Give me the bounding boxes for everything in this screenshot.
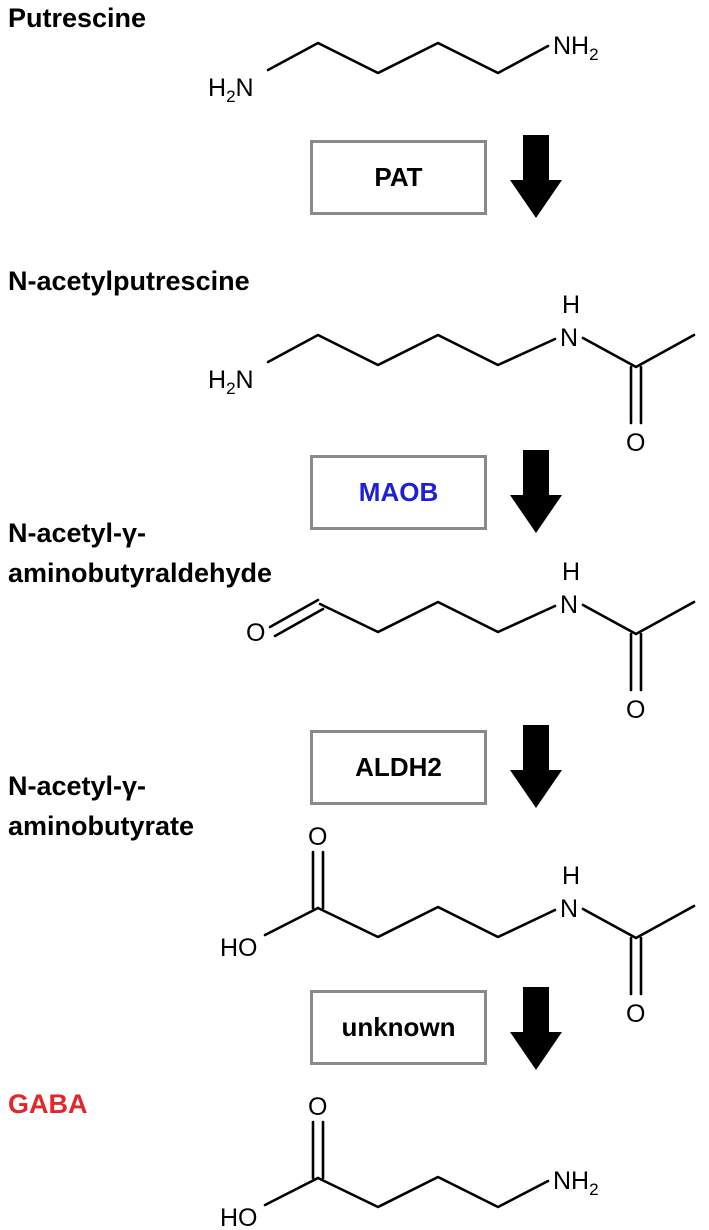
atom-ho: HO [220,934,258,962]
bond-chain [266,333,557,367]
bond-hydroxyl [263,1176,320,1207]
structure-gaba: HO O NH2 [220,1093,599,1230]
enzyme-label-pat: PAT [374,162,423,192]
bond-chain [318,600,557,634]
atom-n: N [560,895,578,923]
bond-amide [581,333,696,369]
atom-nh2: NH2 [553,1167,599,1199]
compound-name-gaba: GABA [8,1089,88,1119]
atom-o: O [626,696,645,724]
bond-chain [266,41,550,75]
atom-ho: HO [220,1204,258,1230]
reaction-arrow-3 [510,725,562,808]
atom-n: N [560,591,578,619]
structure-n-acetylputrescine: H2N N H O [208,291,696,457]
reaction-arrow-2 [510,450,562,533]
bond-amide [581,904,696,940]
compound-name-n-acetyl-aminobutyrate-line1: N-acetyl-γ- [8,771,147,801]
compound-name-n-acetyl-aminobutyraldehyde-line2: aminobutyraldehyde [8,558,273,588]
atom-h: H [562,291,580,319]
bond-hydroxyl [263,906,320,937]
structure-n-acetyl-aminobutyraldehyde: O N H O [246,558,696,724]
enzyme-box-aldh2: ALDH2 [310,730,487,805]
atom-o-aldehyde: O [246,619,265,647]
enzyme-label-maob: MAOB [358,477,439,507]
enzyme-label-aldh2: ALDH2 [355,752,442,782]
reaction-arrow-1 [510,135,562,218]
enzyme-label-unknown: unknown [341,1012,456,1042]
atom-o-acid: O [308,823,327,851]
enzyme-box-maob: MAOB [310,455,487,530]
structure-putrescine: H2N NH2 [208,32,599,106]
bond-chain [316,1175,550,1209]
compound-name-n-acetyl-aminobutyrate-line2: aminobutyrate [8,811,195,841]
enzyme-box-pat: PAT [310,140,487,215]
compound-name-n-acetylputrescine: N-acetylputrescine [8,266,250,296]
atom-o: O [626,429,645,457]
atom-nh2: NH2 [553,32,599,64]
bond-amide [581,600,696,636]
atom-o: O [626,1000,645,1028]
enzyme-box-unknown: unknown [310,990,487,1065]
atom-o-acid: O [308,1093,327,1121]
atom-h: H [562,862,580,890]
compound-name-n-acetyl-aminobutyraldehyde-line1: N-acetyl-γ- [8,518,147,548]
atom-h2n: H2N [208,366,254,398]
bond-aldehyde-2 [273,607,325,638]
bond-chain [316,905,557,939]
atom-n: N [560,324,578,352]
atom-h2n: H2N [208,74,254,106]
atom-h: H [562,558,580,586]
bond-aldehyde-1 [268,598,320,629]
reaction-arrow-4 [510,987,562,1070]
structure-n-acetyl-aminobutyrate: HO O N H O [220,823,696,1028]
compound-name-putrescine: Putrescine [8,3,147,33]
